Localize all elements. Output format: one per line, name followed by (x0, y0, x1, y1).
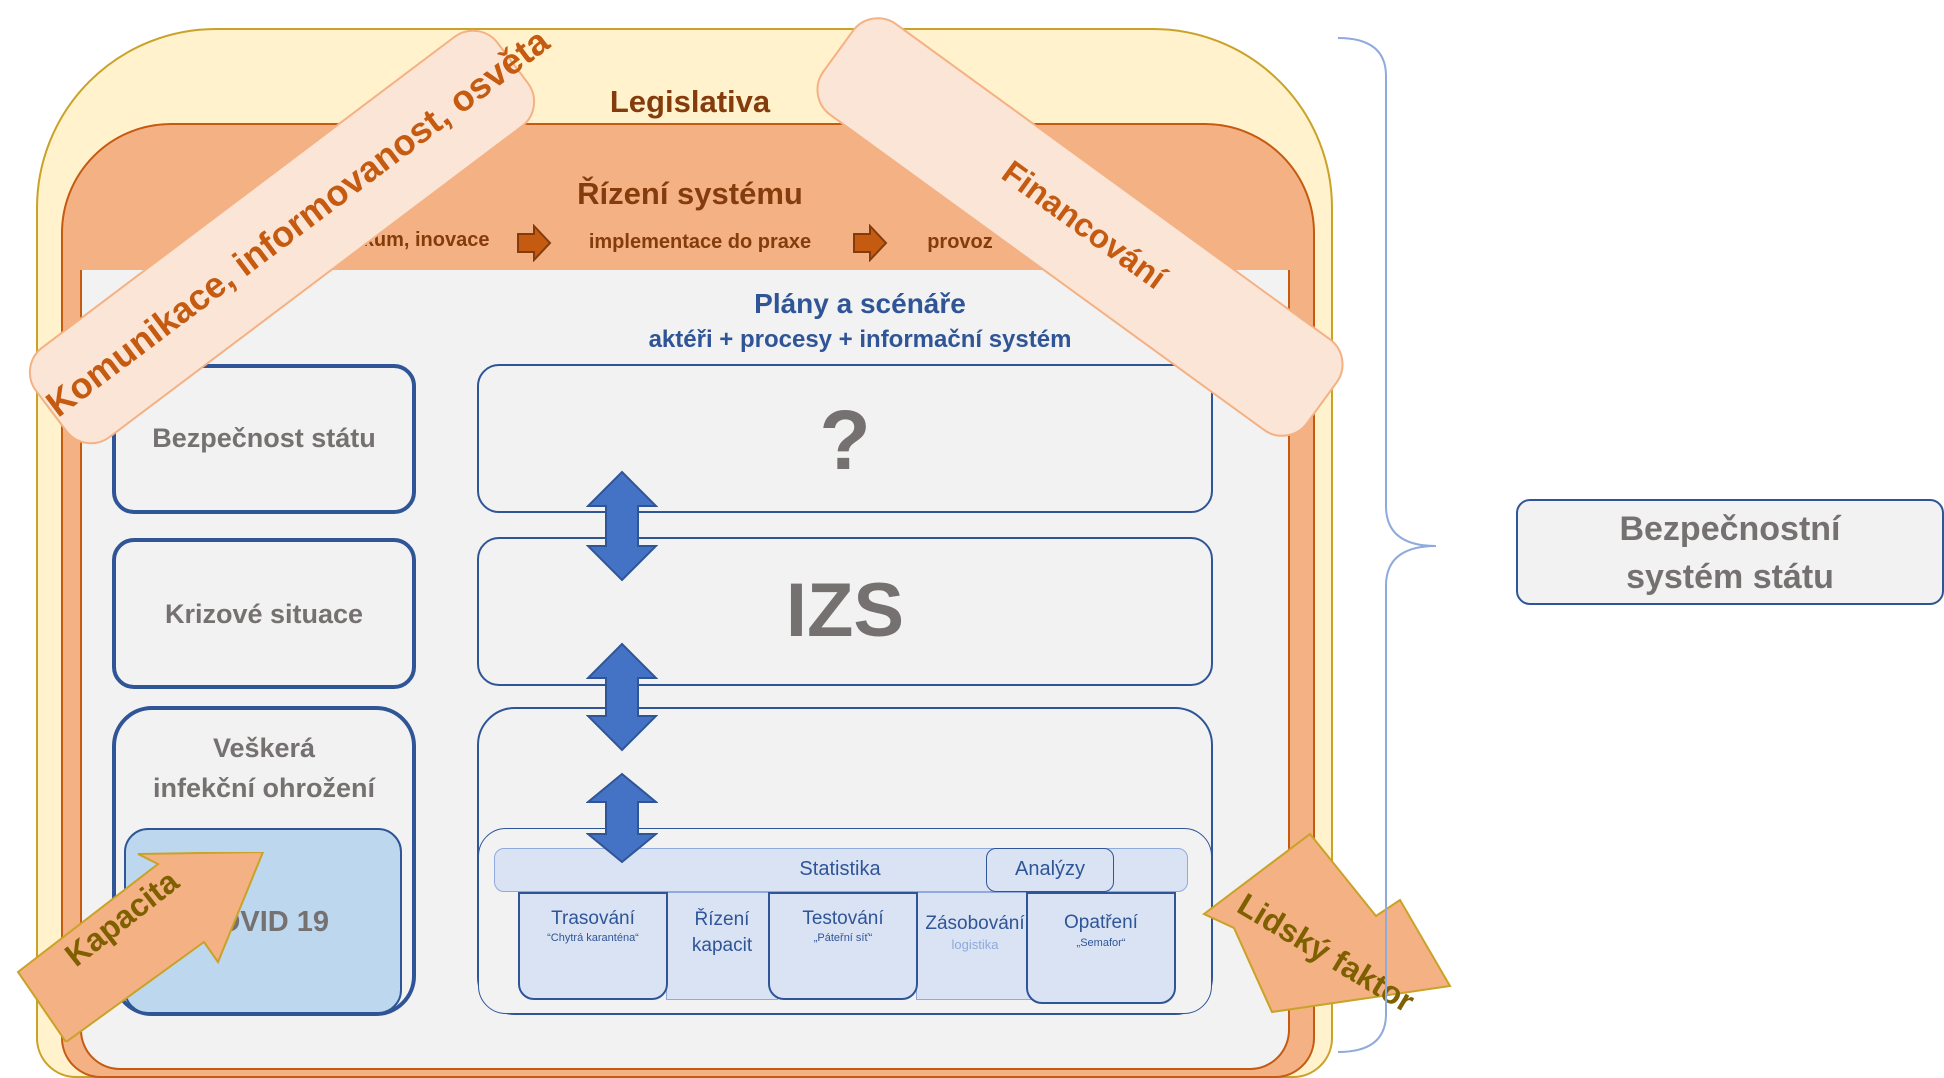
label-analyzy: Analýzy (1014, 858, 1086, 880)
box-izs (477, 537, 1213, 686)
process-step-implementation: implementace do praxe (588, 231, 812, 253)
box-unknown (477, 364, 1213, 513)
plany-title: Plány a scénáře (754, 288, 966, 319)
tool-testovani (768, 892, 918, 1000)
label-testovani: Testování (802, 908, 884, 929)
label-rizeni-kapacit-2: kapacit (691, 935, 753, 956)
double-arrow-icon (586, 470, 658, 582)
analyzy-box (986, 848, 1114, 892)
lidsky-faktor-arrow (1202, 832, 1452, 1014)
label-statistika: Statistika (799, 858, 881, 880)
process-step-operation: provoz (927, 231, 993, 253)
label-opatreni: Opatření (1064, 912, 1138, 933)
label-izs: IZS (785, 568, 905, 653)
tool-opatreni (1026, 892, 1176, 1004)
label-testovani-sub: „Páteřní síť“ (813, 932, 873, 944)
plany-subtitle: aktéři + procesy + informační systém (648, 326, 1072, 353)
system-label-line-2: systém státu (1626, 558, 1834, 596)
rizeni-title: Řízení systému (577, 176, 803, 211)
system-label-line-1: Bezpečnostní (1619, 510, 1841, 548)
label-zasobovani-sub: logistika (951, 937, 999, 952)
label-opatreni-sub: „Semafor“ (1076, 937, 1126, 949)
double-arrow-icon (586, 772, 658, 864)
process-arrow-icon (517, 224, 552, 262)
label-trasovani-sub: “Chytrá karanténa“ (547, 932, 639, 944)
system-label-box (1516, 499, 1944, 605)
label-rizeni-kapacit-1: Řízení (694, 909, 750, 930)
curly-brace (1337, 37, 1437, 1053)
label-unknown: ? (819, 393, 871, 487)
kapacita-arrow (16, 852, 265, 1042)
double-arrow-icon (586, 642, 658, 752)
box-krizove-situace (112, 538, 416, 689)
process-arrow-icon (853, 224, 888, 262)
label-veskera: Veškerá (212, 733, 316, 763)
label-krizove-situace: Krizové situace (164, 599, 364, 629)
tool-trasovani (518, 892, 668, 1000)
label-zasobovani: Zásobování (925, 913, 1025, 934)
legislativa-label: Legislativa (609, 84, 771, 119)
label-trasovani: Trasování (551, 908, 635, 929)
label-bezpecnost-statu: Bezpečnost státu (152, 423, 376, 453)
label-infekcni-ohrozeni: infekční ohrožení (152, 773, 376, 803)
